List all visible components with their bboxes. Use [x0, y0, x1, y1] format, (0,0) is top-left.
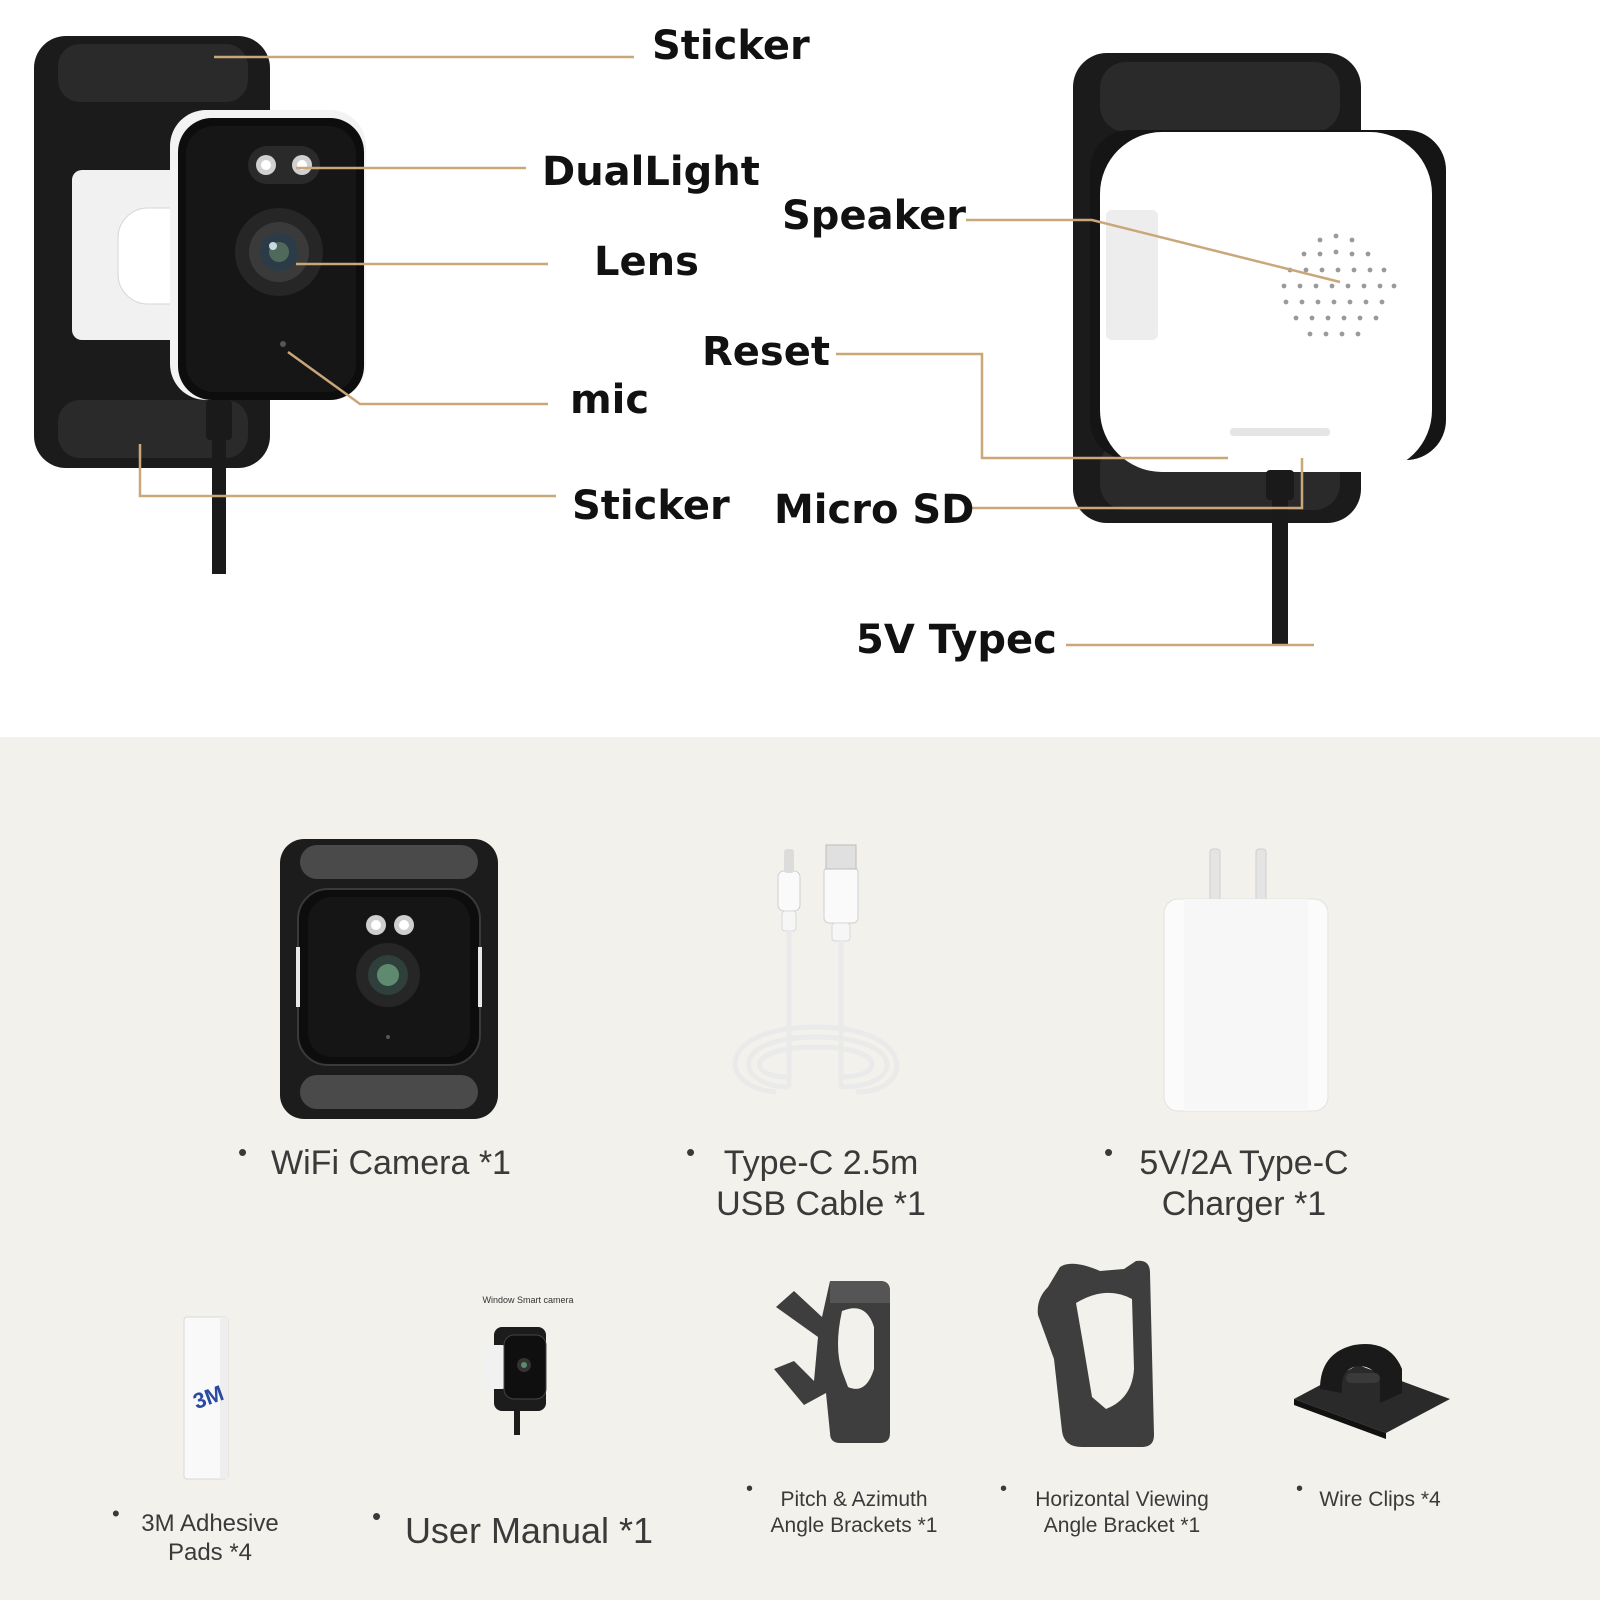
diagram-section: Sticker DualLight Lens mic Sticker Speak…: [0, 0, 1600, 737]
caption-horizontal-bracket: • Horizontal Viewing Angle Bracket *1: [1000, 1478, 1240, 1538]
caption-line: Angle Brackets *1: [770, 1513, 938, 1537]
wire-clips-image: [1294, 1344, 1450, 1439]
label-sticker-top: Sticker: [652, 23, 810, 69]
bullet-icon: •: [1104, 1137, 1114, 1167]
caption-line: 3M Adhesive: [141, 1510, 279, 1537]
caption-line: Pads *4: [167, 1539, 253, 1567]
caption-line: WiFi Camera *1: [271, 1144, 511, 1182]
caption-wire-clips: • Wire Clips *4: [1290, 1478, 1470, 1513]
typec-cable: [1272, 488, 1288, 644]
bullet-icon: •: [1296, 1478, 1304, 1500]
cable: [206, 400, 232, 440]
leader-sticker-bottom: [138, 444, 556, 498]
bullet-icon: •: [686, 1137, 696, 1167]
label-speaker: Speaker: [782, 193, 966, 239]
label-mic: mic: [570, 377, 650, 423]
bullet-icon: •: [372, 1501, 382, 1531]
leader-mic: [287, 350, 548, 406]
leader-reset: [836, 352, 1228, 460]
caption-line: Wire Clips *4: [1319, 1488, 1441, 1511]
caption-line: USB Cable *1: [716, 1185, 926, 1224]
caption-adhesive-pads: • 3M Adhesive Pads *4: [112, 1501, 302, 1568]
user-manual-image: Window Smart camera: [482, 1295, 574, 1435]
camera-back-body: [1100, 132, 1432, 472]
label-micro-sd: Micro SD: [774, 487, 975, 533]
caption-line: 5V/2A Type-C: [1139, 1144, 1349, 1182]
user-manual-cover-title: Window Smart camera: [482, 1295, 573, 1305]
caption-line: User Manual *1: [404, 1510, 654, 1551]
label-typec: 5V Typec: [856, 617, 1057, 663]
charger-image: [1163, 848, 1329, 1112]
caption-line: Pitch & Azimuth: [780, 1488, 928, 1511]
label-lens: Lens: [594, 239, 699, 285]
caption-usb-cable: • Type-C 2.5m USB Cable *1: [676, 1137, 966, 1226]
bullet-icon: •: [1000, 1478, 1008, 1500]
caption-line: Type-C 2.5m: [723, 1144, 919, 1182]
horizontal-bracket-image: [1037, 1260, 1154, 1447]
caption-line: Charger *1: [1161, 1185, 1327, 1224]
caption-wifi-camera: • WiFi Camera *1: [236, 1137, 546, 1184]
pitch-brackets-image: [774, 1281, 890, 1443]
label-sticker-bottom: Sticker: [572, 483, 730, 529]
label-reset: Reset: [702, 329, 830, 375]
caption-line: Angle Bracket *1: [1043, 1513, 1201, 1537]
leader-lines: [138, 55, 1341, 647]
mic-icon: [280, 341, 286, 347]
package-contents-section: • WiFi Camera *1 • Type-C 2.5m USB Cable…: [0, 737, 1600, 1600]
caption-line: Horizontal Viewing: [1035, 1488, 1209, 1511]
caption-pitch-brackets: • Pitch & Azimuth Angle Brackets *1: [744, 1478, 964, 1538]
leader-speaker: [966, 218, 1341, 284]
bullet-icon: •: [238, 1137, 248, 1167]
adhesive-pads-image: 3M: [183, 1316, 229, 1480]
caption-user-manual: • User Manual *1: [372, 1501, 684, 1553]
bullet-icon: •: [112, 1501, 120, 1526]
wifi-camera-image: [280, 839, 498, 1119]
usb-cable-image: [732, 844, 900, 1095]
micro-sd-slot: [1230, 428, 1330, 436]
leader-micro-sd: [972, 458, 1304, 510]
bullet-icon: •: [746, 1478, 754, 1500]
label-dual-light: DualLight: [542, 149, 760, 195]
front-camera-illustration: [34, 36, 366, 574]
back-camera-illustration: [1073, 53, 1446, 644]
caption-charger: • 5V/2A Type-C Charger *1: [1094, 1137, 1394, 1226]
